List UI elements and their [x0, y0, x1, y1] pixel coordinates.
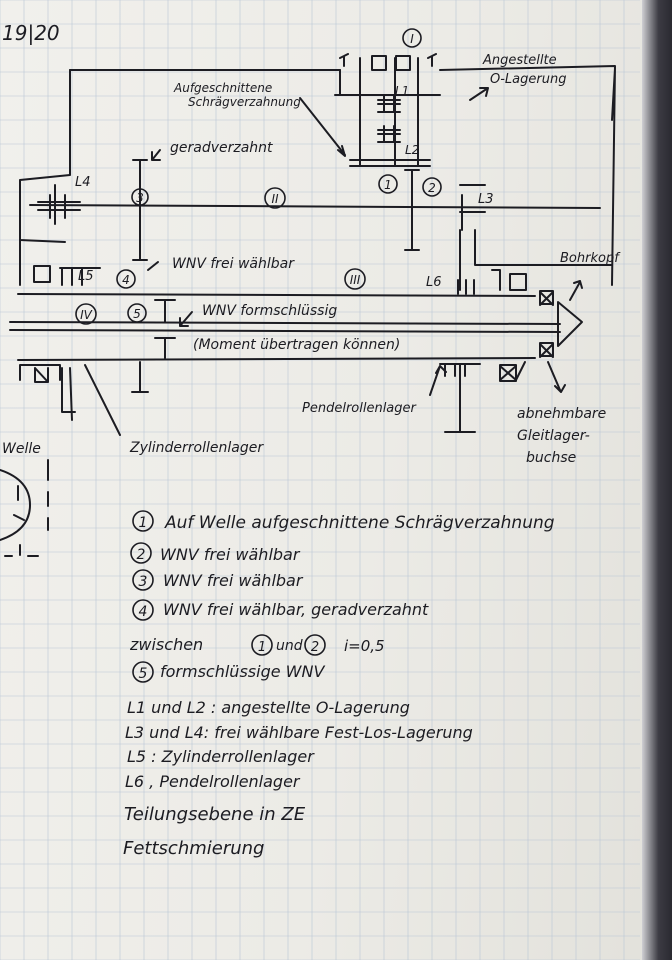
bearing-note-5: Teilungsebene in ZE	[124, 804, 306, 825]
note-5: 5 formschlüssige WNV	[132, 661, 325, 683]
page-edge-shadow	[642, 0, 672, 960]
label-abnehmbare-1: abnehmbare	[517, 406, 606, 422]
bearing-note-1: L1 und L2 : angestellte O-Lagerung	[127, 698, 410, 717]
note-2-number: 2	[137, 547, 146, 563]
marker-coupling-5: 5	[133, 307, 141, 321]
marker-shaft-IV: IV	[80, 308, 93, 322]
bearing-note-3: L5 : Zylinderrollenlager	[127, 747, 315, 766]
note-ratio-post: i=0,5	[344, 637, 385, 655]
note-ratio-pre: zwischen	[129, 635, 203, 654]
note-ratio-a: 1	[258, 640, 266, 655]
bearing-note-6: Fettschmierung	[123, 838, 264, 859]
label-bohrkopf: Bohrkopf	[560, 251, 621, 266]
label-aufgeschnittene-1: Aufgeschnittene	[173, 81, 272, 95]
housing-outline	[69, 65, 616, 286]
label-wnv-frei: WNV frei wählbar	[172, 256, 295, 272]
label-welle: Welle	[2, 441, 41, 457]
label-L5: L5	[78, 269, 94, 284]
note-ratio-mid: und	[276, 638, 303, 654]
marker-shaft-I: I	[410, 32, 414, 46]
note-4: 4 WNV frei wählbar, geradverzahnt	[132, 599, 429, 621]
marker-shaft-II: II	[271, 192, 279, 206]
label-L6: L6	[426, 275, 442, 290]
label-moment: (Moment übertragen können)	[193, 337, 400, 353]
bearing-note-2: L3 und L4: frei wählbare Fest-Los-Lageru…	[125, 723, 473, 742]
note-4-number: 4	[139, 604, 148, 620]
shaft-II	[29, 204, 601, 209]
note-ratio: zwischen 1 und 2 i=0,5	[129, 634, 385, 656]
label-abnehmbare-3: buchse	[526, 450, 576, 466]
bearing-notes: L1 und L2 : angestellte O-Lagerung L3 un…	[123, 698, 473, 859]
note-5-number: 5	[139, 666, 148, 682]
marker-gear-1: 1	[384, 178, 392, 192]
note-1: 1 Auf Welle aufgeschnittene Schrägverzah…	[132, 510, 555, 533]
label-geradverzahnt: geradverzahnt	[170, 140, 273, 156]
label-zylinderrollenlager: Zylinderrollenlager	[129, 440, 264, 456]
label-L2: L2	[405, 143, 419, 157]
label-angestellte-1: Angestellte	[482, 53, 557, 68]
shaft-IV	[17, 357, 536, 361]
note-3-number: 3	[139, 574, 148, 590]
marker-gear-3: 3	[136, 191, 144, 205]
label-aufgeschnittene-2: Schrägverzahnung	[188, 95, 301, 109]
page-number: 19|20	[2, 21, 60, 45]
note-1-text: Auf Welle aufgeschnittene Schrägverzahnu…	[164, 513, 555, 533]
note-3-text: WNV frei wählbar	[163, 571, 304, 590]
notes-list: 1 Auf Welle aufgeschnittene Schrägverzah…	[129, 510, 555, 683]
marker-gear-2: 2	[428, 181, 436, 195]
note-3: 3 WNV frei wählbar	[132, 569, 304, 591]
label-L1: L1	[395, 84, 409, 98]
note-ratio-b: 2	[311, 640, 319, 655]
gearbox-sketch	[0, 53, 616, 557]
note-4-text: WNV frei wählbar, geradverzahnt	[163, 600, 429, 619]
label-pendelrollenlager: Pendelrollenlager	[302, 401, 418, 416]
note-1-number: 1	[139, 515, 148, 531]
note-5-text: formschlüssige WNV	[160, 662, 325, 681]
shaft-III	[17, 293, 536, 297]
label-abnehmbare-2: Gleitlager-	[517, 428, 590, 444]
label-L4: L4	[75, 175, 91, 190]
note-2-text: WNV frei wählbar	[160, 545, 301, 564]
label-angestellte-2: O-Lagerung	[490, 72, 566, 87]
grid-paper	[0, 0, 640, 960]
label-wnv-formschluessig: WNV formschlüssig	[202, 303, 337, 319]
sketch-labels: L1 L2 L3 L4 L5 L6 Angestellte O-Lagerung…	[2, 53, 621, 466]
circled-markers	[75, 28, 442, 325]
label-L3: L3	[478, 192, 494, 207]
marker-gear-4: 4	[122, 273, 130, 287]
drill-head	[557, 301, 583, 347]
circled-numerals: I II III IV 1 2 3 4 5	[80, 32, 436, 322]
marker-shaft-III: III	[350, 273, 361, 287]
note-2: 2 WNV frei wählbar	[130, 542, 301, 564]
bearing-note-4: L6 , Pendelrollenlager	[125, 772, 301, 791]
